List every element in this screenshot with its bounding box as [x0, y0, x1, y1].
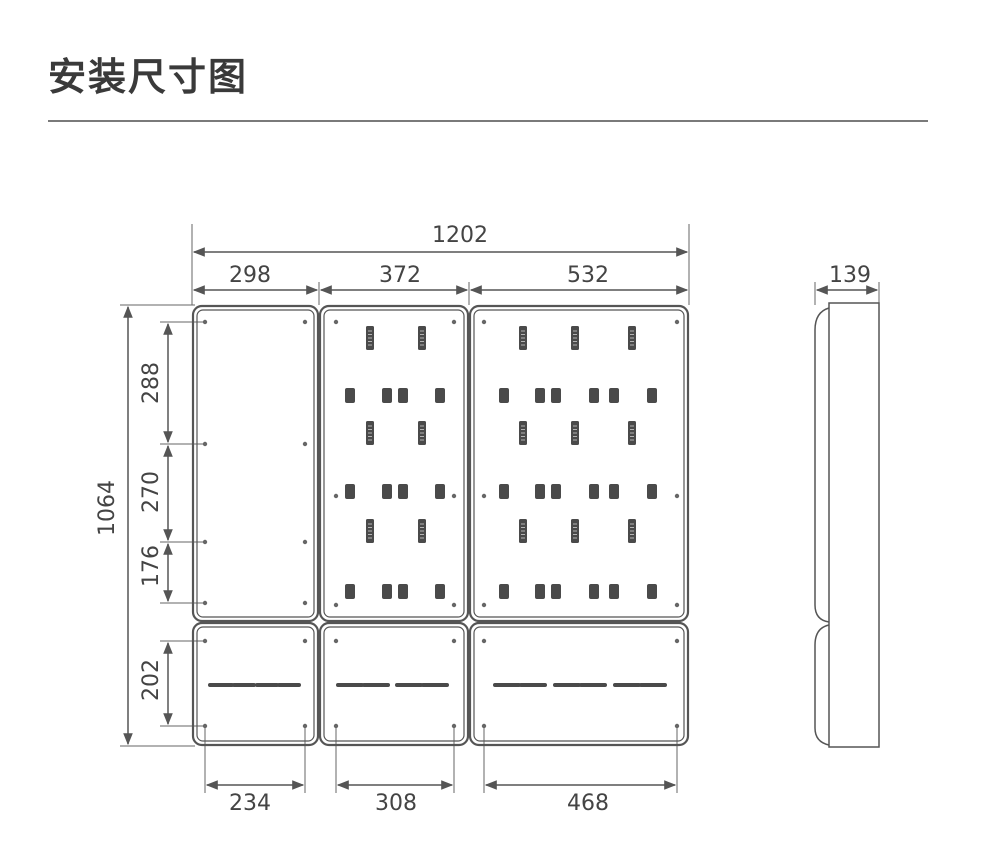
breaker-module [435, 484, 445, 499]
mount-hole [302, 441, 308, 447]
mount-hole [674, 638, 680, 644]
breaker-module [647, 584, 657, 599]
breaker-module [551, 484, 561, 499]
mount-hole [481, 319, 487, 325]
mount-hole [333, 602, 339, 608]
panel-frame [468, 304, 690, 623]
panel-inner [196, 626, 315, 742]
breaker-module [382, 584, 392, 599]
breaker-module [345, 484, 355, 499]
dim-v2: 270 [139, 471, 164, 513]
breaker-module [398, 484, 408, 499]
panel-inner [196, 309, 315, 618]
mount-hole [333, 319, 339, 325]
mount-hole [333, 493, 339, 499]
mount-hole [202, 638, 208, 644]
cabinet-side-view [814, 302, 880, 748]
mount-hole [333, 638, 339, 644]
dim-col3-width: 532 [567, 263, 609, 288]
dim-col2-width: 372 [379, 263, 421, 288]
panel-frame [468, 621, 690, 747]
breaker-module [535, 584, 545, 599]
page-title: 安装尺寸图 [48, 55, 249, 99]
mount-hole [674, 602, 680, 608]
panel-frame [318, 304, 470, 623]
mount-hole [451, 602, 457, 608]
breaker-module [589, 388, 599, 403]
breaker-module [609, 584, 619, 599]
breaker-module [345, 388, 355, 403]
title-divider [48, 120, 928, 122]
mount-hole [333, 723, 339, 729]
mount-hole [302, 723, 308, 729]
cabinet-front [191, 304, 690, 747]
mount-hole [202, 723, 208, 729]
dimension-arrows [123, 247, 879, 790]
panel-frame [318, 621, 470, 747]
breaker-module [382, 388, 392, 403]
breaker-module [535, 388, 545, 403]
breaker-module [499, 584, 509, 599]
dim-v3: 176 [139, 545, 164, 587]
breaker-module [499, 484, 509, 499]
breaker-module [382, 484, 392, 499]
panel-frame [191, 621, 320, 747]
breaker-module [435, 584, 445, 599]
mount-hole [302, 319, 308, 325]
mount-hole [481, 723, 487, 729]
mount-hole [302, 638, 308, 644]
panel-inner [473, 309, 685, 618]
breaker-module [551, 388, 561, 403]
mount-hole [674, 723, 680, 729]
mount-hole [674, 319, 680, 325]
dim-depth: 139 [829, 263, 871, 288]
mount-hole [481, 638, 487, 644]
dim-overall-width: 1202 [432, 223, 488, 248]
mount-hole [451, 723, 457, 729]
breaker-module [647, 484, 657, 499]
mount-hole [202, 441, 208, 447]
mount-hole [202, 319, 208, 325]
breaker-module [398, 388, 408, 403]
mount-hole [481, 493, 487, 499]
mount-hole [481, 602, 487, 608]
mount-hole [202, 600, 208, 606]
breaker-module [589, 484, 599, 499]
breaker-module [647, 388, 657, 403]
panel-inner [323, 309, 465, 618]
dim-v4: 202 [139, 659, 164, 701]
extension-lines [120, 224, 880, 793]
mount-hole [302, 539, 308, 545]
dim-mount3: 468 [567, 791, 609, 816]
breaker-module [535, 484, 545, 499]
breaker-module [551, 584, 561, 599]
dim-v1: 288 [139, 362, 164, 404]
breaker-module [435, 388, 445, 403]
dim-mount2: 308 [375, 791, 417, 816]
mount-hole [451, 319, 457, 325]
breaker-module [398, 584, 408, 599]
breaker-module [609, 388, 619, 403]
dim-col1-width: 298 [229, 263, 271, 288]
mount-hole [202, 539, 208, 545]
breaker-module [589, 584, 599, 599]
mount-hole [674, 493, 680, 499]
mount-hole [451, 638, 457, 644]
dim-mount1: 234 [229, 791, 271, 816]
mount-hole [302, 600, 308, 606]
panel-inner [473, 626, 685, 742]
breaker-module [609, 484, 619, 499]
mount-hole [451, 493, 457, 499]
panel-frame [191, 304, 320, 623]
dim-overall-height: 1064 [95, 480, 120, 536]
breaker-module [345, 584, 355, 599]
panel-inner [323, 626, 465, 742]
breaker-module [499, 388, 509, 403]
